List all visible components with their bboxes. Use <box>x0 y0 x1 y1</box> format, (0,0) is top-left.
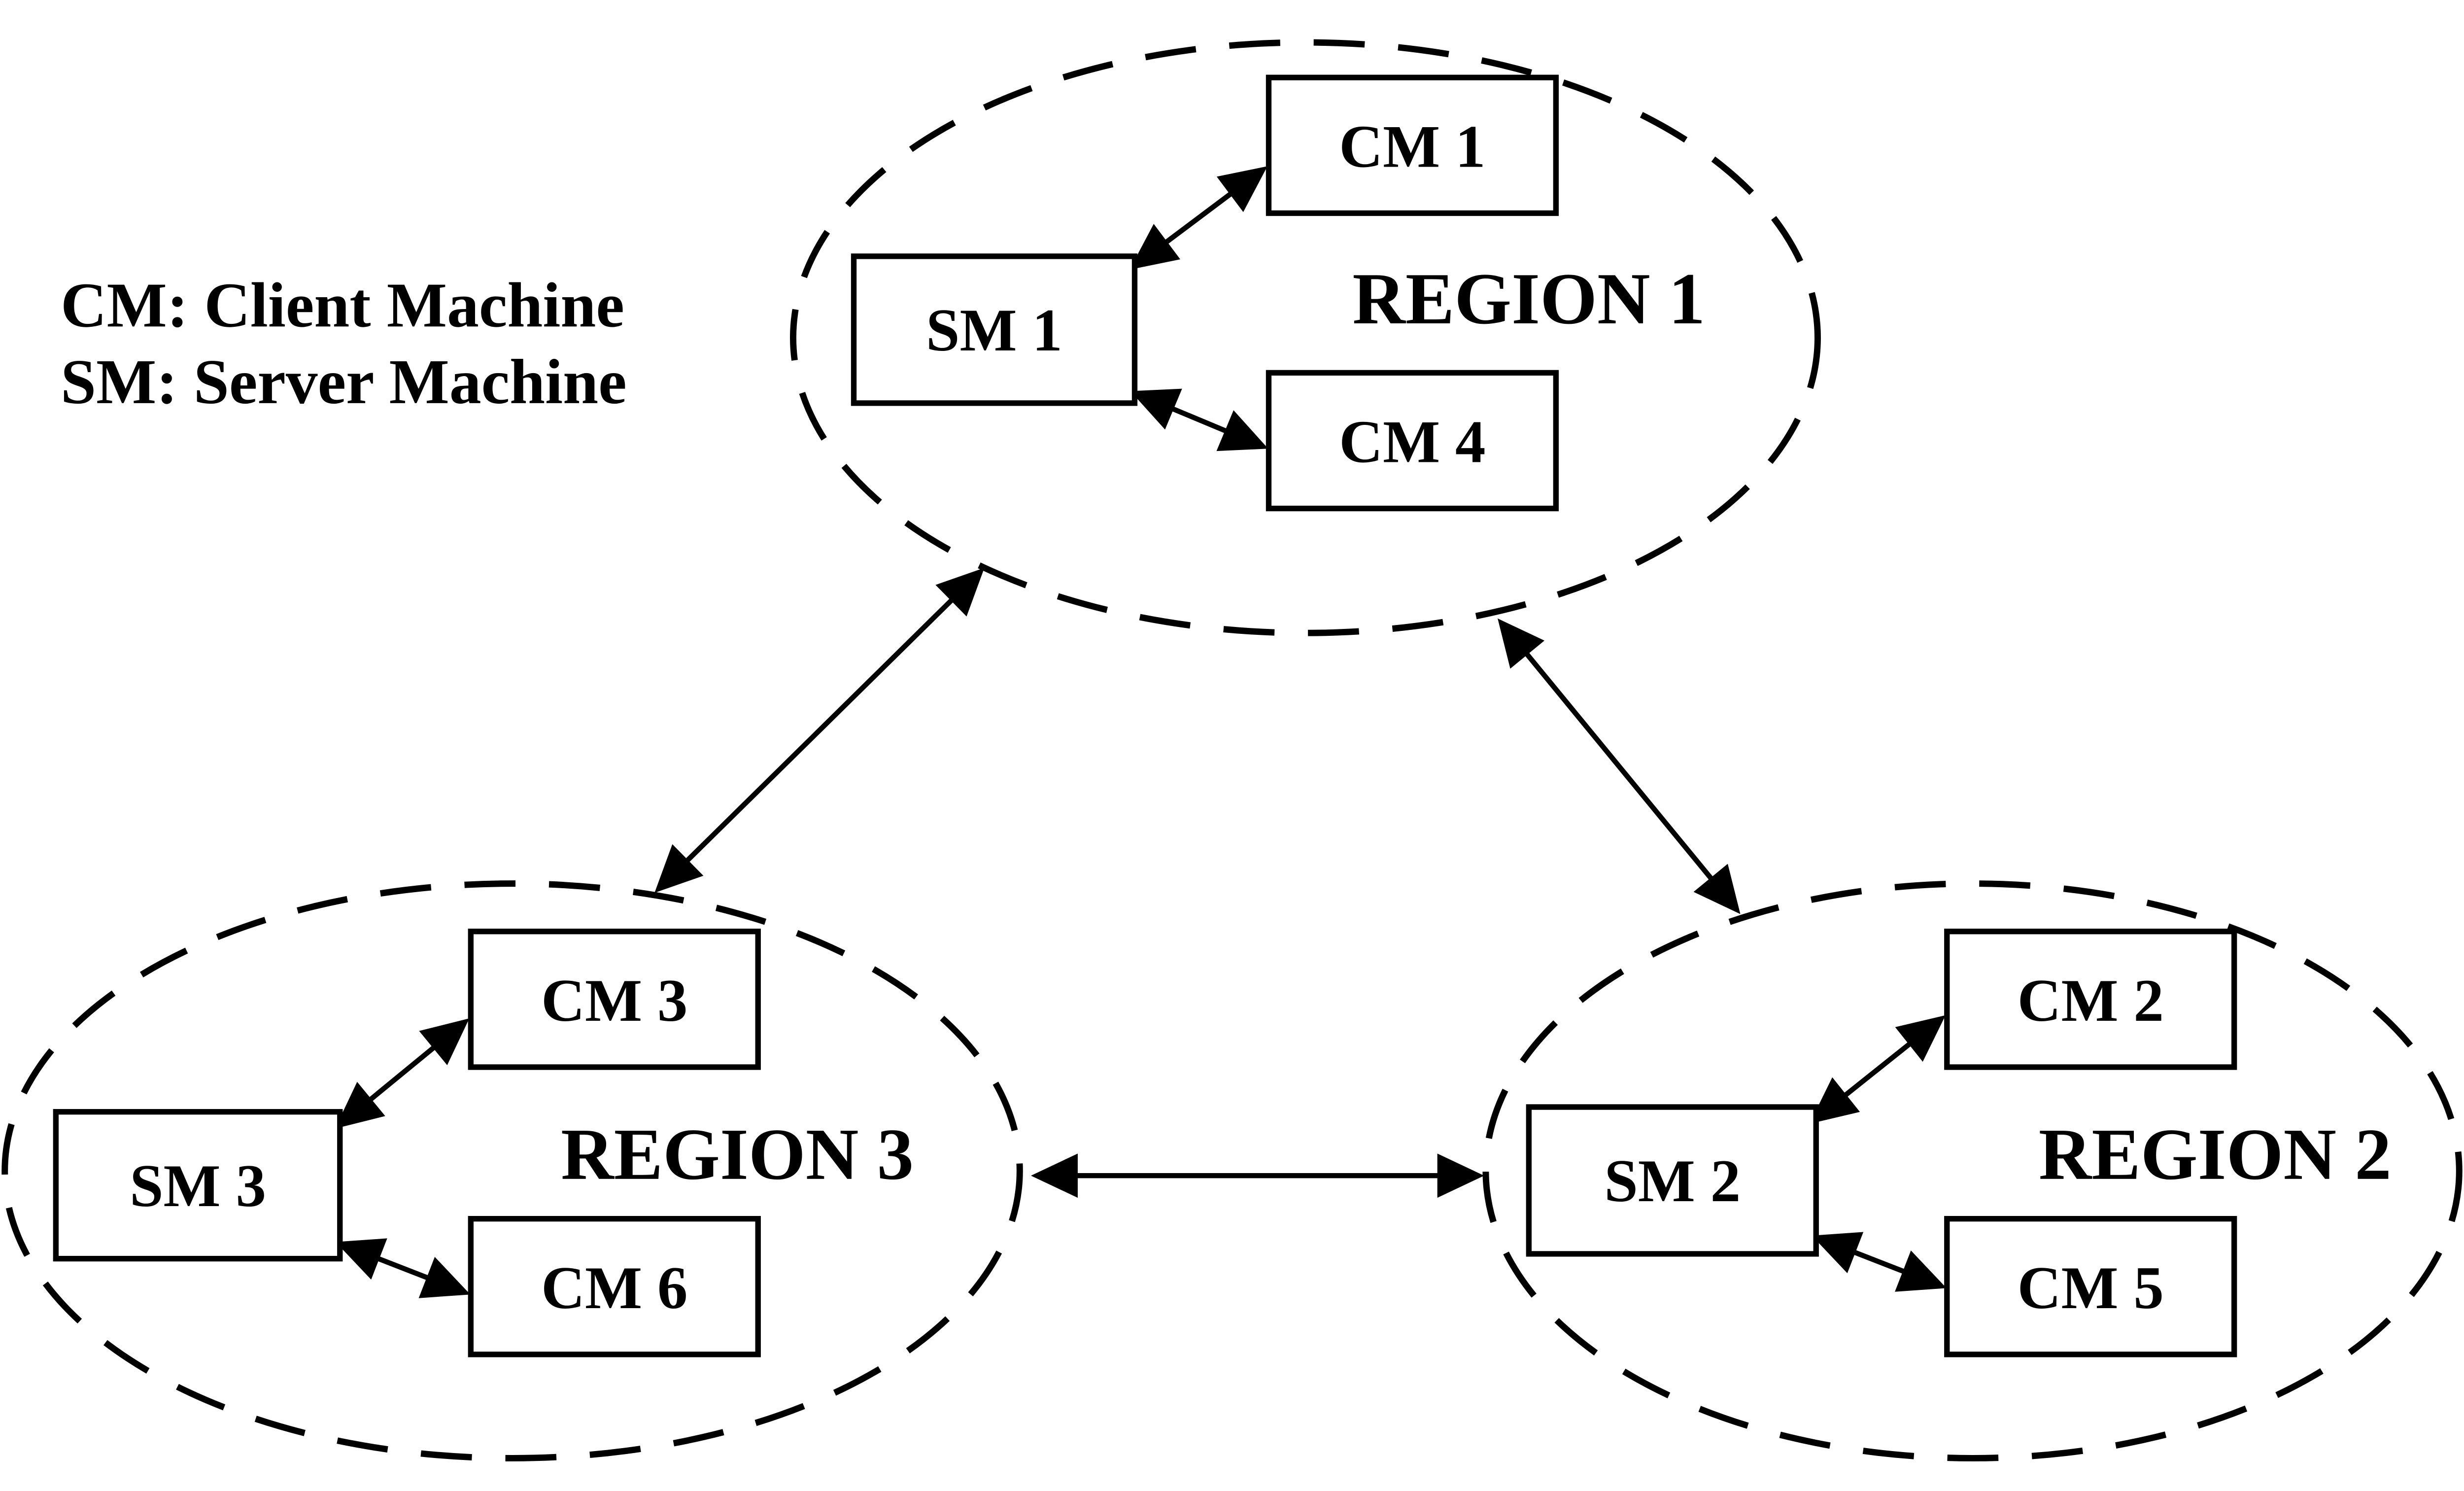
region-3-boundary <box>1 880 1023 1461</box>
sm3-label: SM 3 <box>130 1152 266 1219</box>
sm2-box <box>1526 1104 1819 1257</box>
region-1: REGION 1 SM 1 CM 1 CM 4 <box>789 39 1821 636</box>
cm2-box <box>1944 929 2237 1070</box>
cm1-label: CM 1 <box>1339 113 1485 180</box>
legend-line-cm: CM: Client Machine <box>61 270 624 341</box>
cm3-label: CM 3 <box>541 967 687 1034</box>
cm1-box <box>1266 74 1559 216</box>
node-cm5: CM 5 <box>1944 1216 2237 1357</box>
node-cm3: CM 3 <box>468 929 761 1070</box>
cm3-box <box>468 929 761 1070</box>
region-1-label: REGION 1 <box>1352 258 1705 340</box>
cm4-label: CM 4 <box>1339 408 1485 476</box>
cm2-label: CM 2 <box>2018 967 2164 1034</box>
link-sm2-cm2 <box>1809 1015 1946 1124</box>
sm1-label: SM 1 <box>926 296 1062 364</box>
node-cm2: CM 2 <box>1944 929 2237 1070</box>
cm6-box <box>468 1216 761 1357</box>
region-3: REGION 3 SM 3 CM 3 CM 6 <box>1 880 1023 1461</box>
link-sm3-cm3 <box>335 1018 470 1129</box>
region-2: REGION 2 SM 2 CM 2 CM 5 <box>1482 880 2463 1461</box>
region-2-label: REGION 2 <box>2039 1114 2392 1195</box>
link-region1-region3 <box>654 568 985 893</box>
link-region1-region2 <box>1498 618 1741 914</box>
legend-line-sm: SM: Server Machine <box>61 347 627 417</box>
sm2-label: SM 2 <box>1604 1147 1741 1214</box>
sm3-box <box>53 1109 343 1262</box>
node-cm4: CM 4 <box>1266 370 1559 512</box>
node-sm1: SM 1 <box>851 253 1138 406</box>
cm6-label: CM 6 <box>541 1254 687 1321</box>
region-2-boundary <box>1482 880 2463 1461</box>
legend: CM: Client Machine SM: Server Machine <box>61 270 627 417</box>
link-sm1-cm4 <box>1130 388 1268 451</box>
region-3-label: REGION 3 <box>561 1114 914 1195</box>
cm5-label: CM 5 <box>2018 1254 2164 1321</box>
node-sm3: SM 3 <box>53 1109 343 1262</box>
sm1-box <box>851 253 1138 406</box>
link-sm2-cm5 <box>1812 1232 1947 1292</box>
node-sm2: SM 2 <box>1526 1104 1819 1257</box>
link-sm1-cm1 <box>1129 166 1267 270</box>
node-cm1: CM 1 <box>1266 74 1559 216</box>
link-sm3-cm6 <box>335 1238 471 1298</box>
region-1-boundary <box>789 39 1821 636</box>
node-cm6: CM 6 <box>468 1216 761 1357</box>
cm5-box <box>1944 1216 2237 1357</box>
cm4-box <box>1266 370 1559 512</box>
